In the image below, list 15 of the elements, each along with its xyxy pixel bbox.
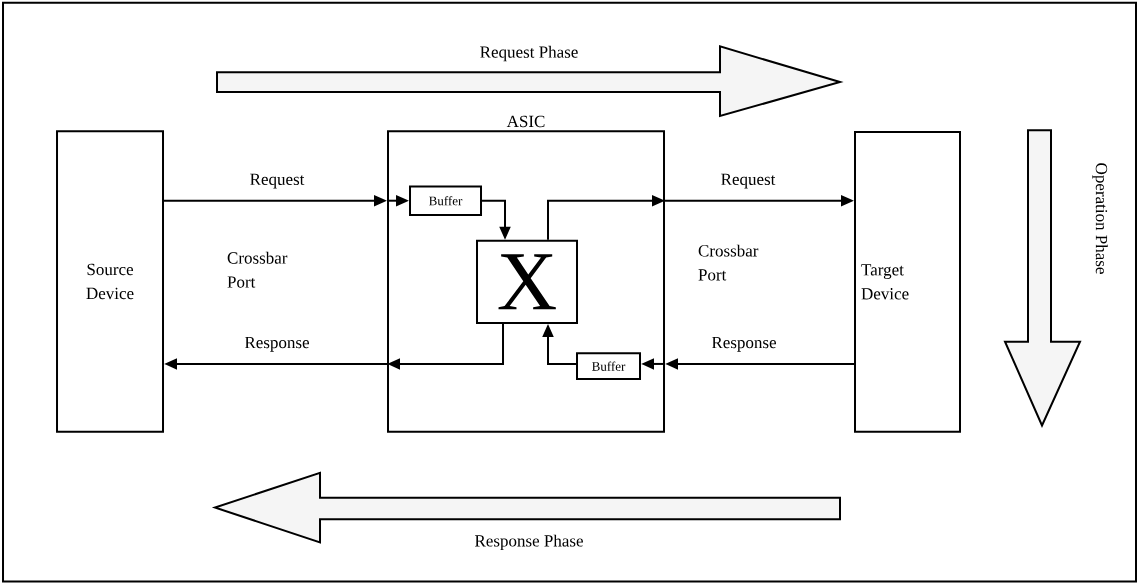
label-text: Crossbar Port [227,251,288,288]
label-text: Operation Phase [1092,163,1108,274]
label-text: Crossbar Port [698,244,759,281]
edge-label: Request [719,172,777,190]
crossbar-switch-box: X [476,239,578,324]
edge-label: Request [248,172,306,190]
device-box: Source Device [56,130,164,433]
buffer-box: Buffer [576,352,641,380]
label-text: Request Phase [480,45,578,62]
label-text: Response Phase [474,534,583,550]
edge-label: Response [243,335,311,353]
edge-label: Response [710,335,778,353]
device-box: Target Device [854,130,961,433]
node-label: ASIC [506,115,545,128]
buffer-box: Buffer [409,185,482,216]
